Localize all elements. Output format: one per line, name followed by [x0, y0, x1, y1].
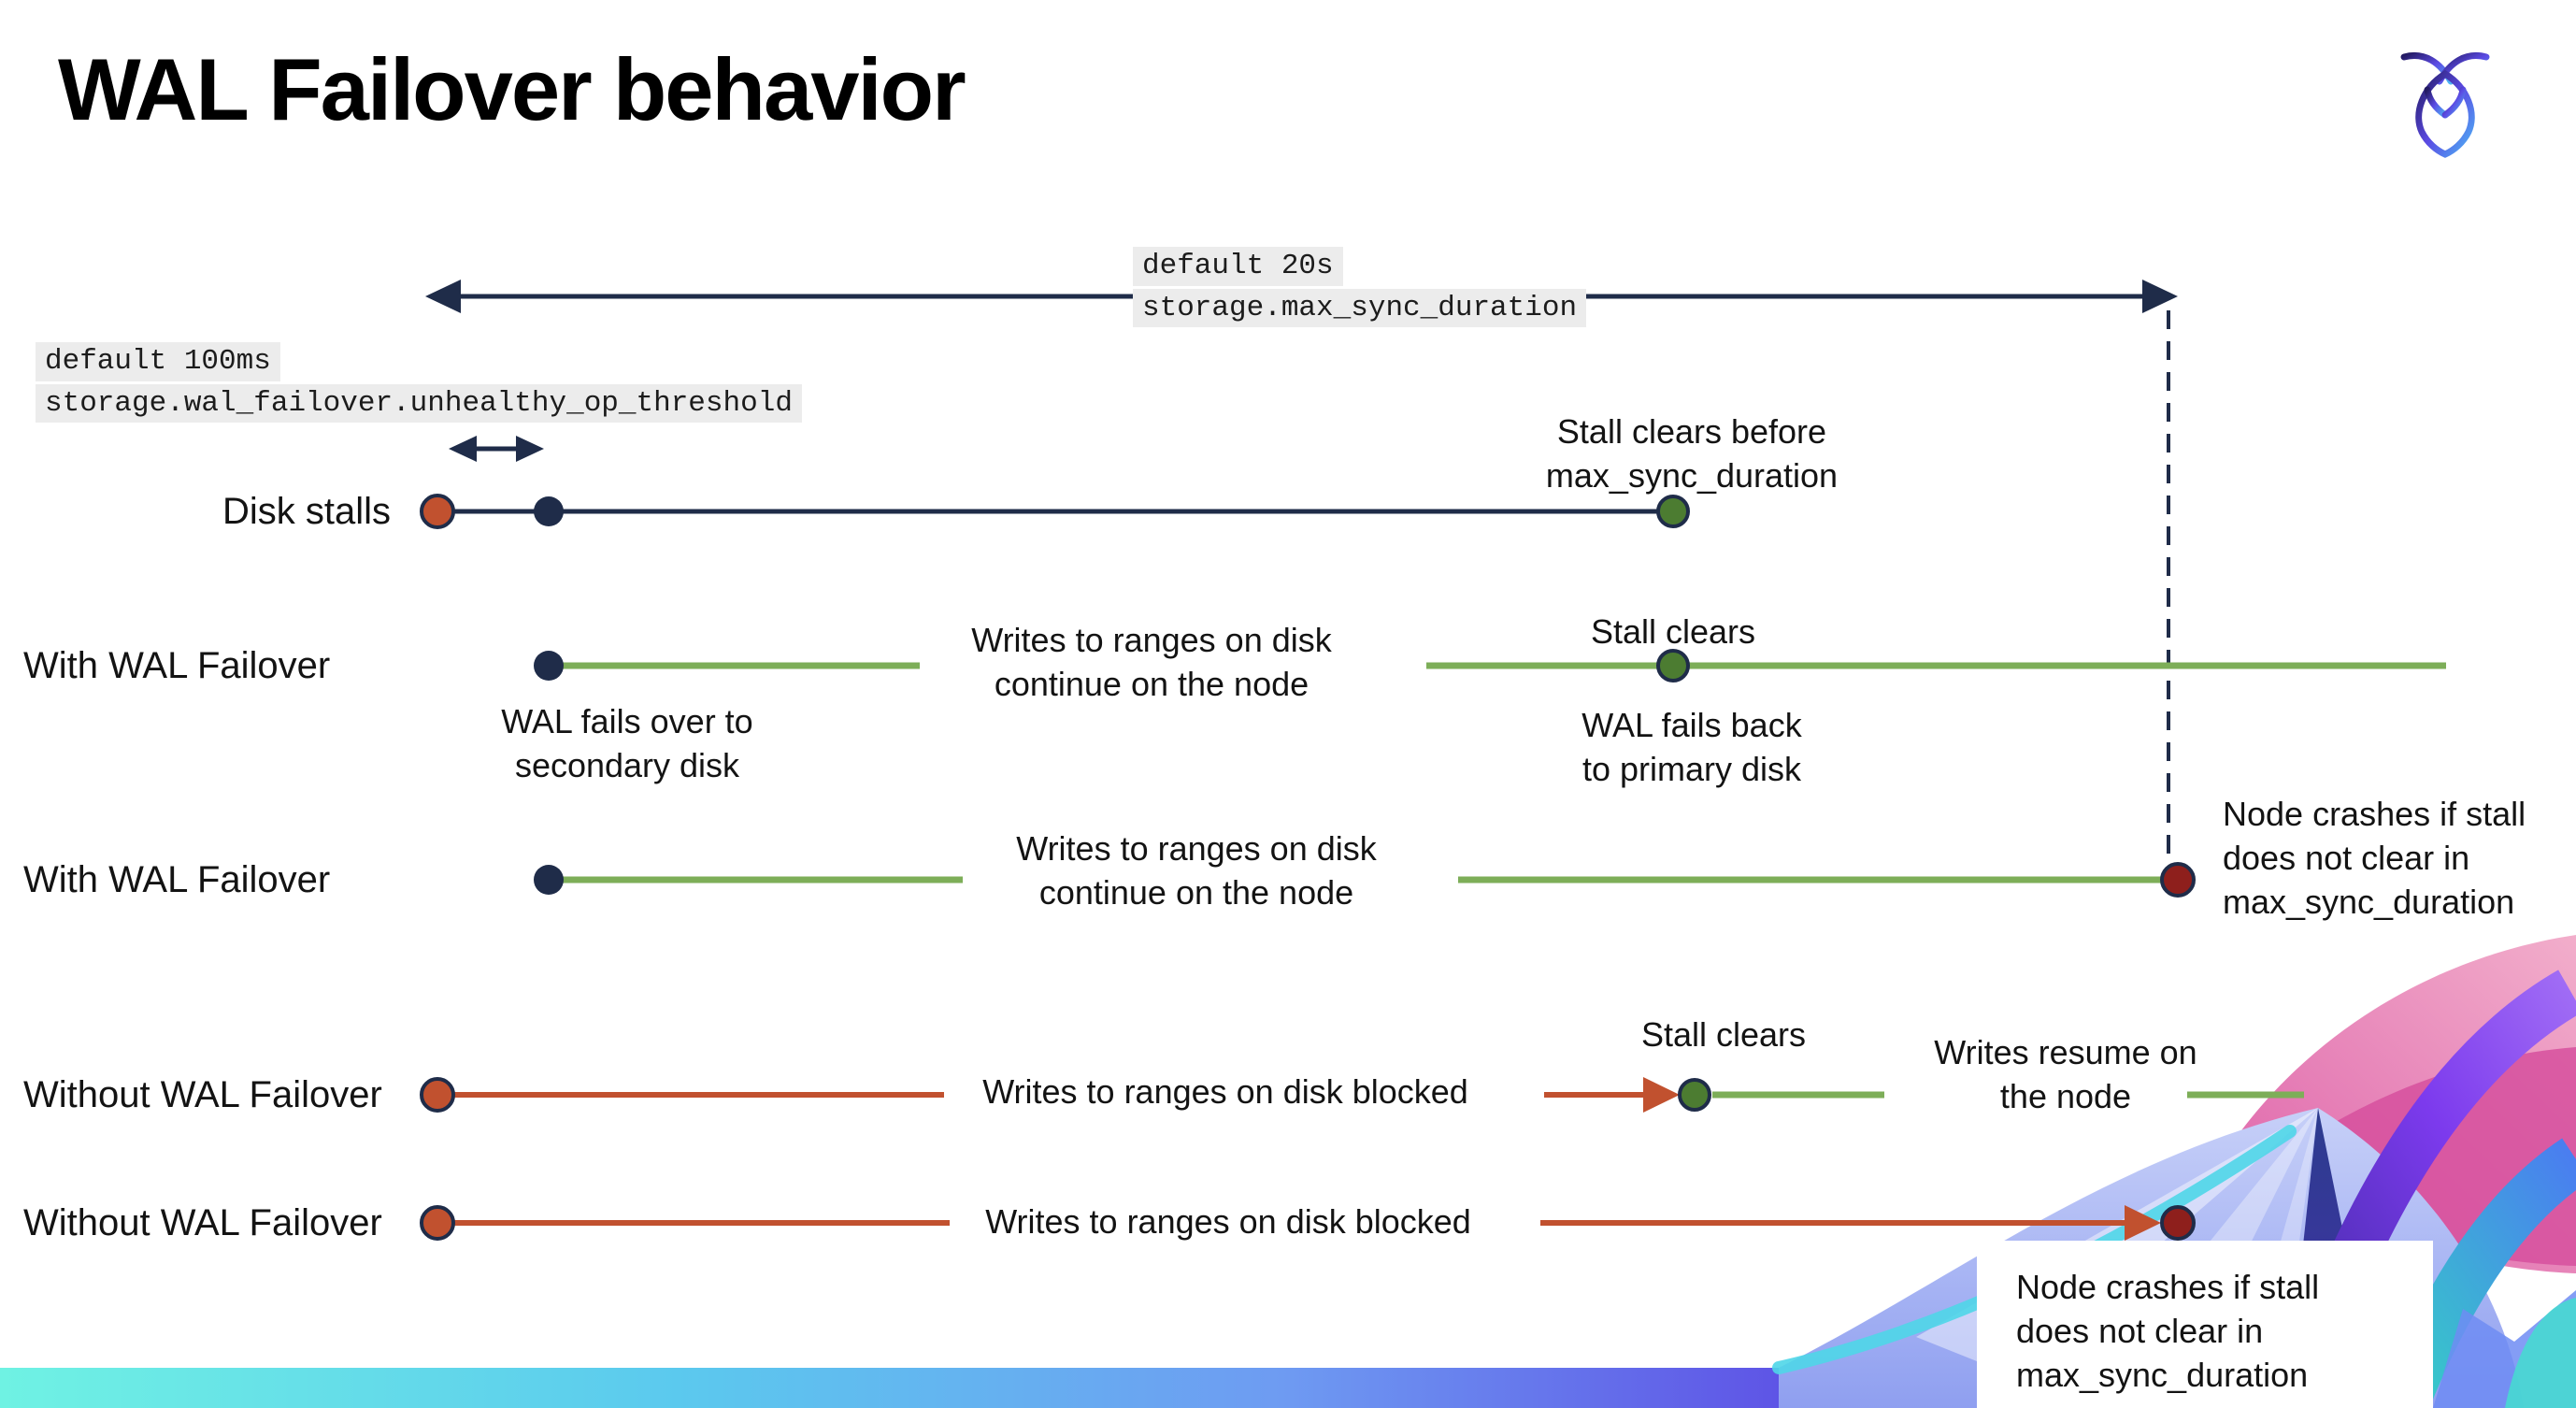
setting-default-value: default 20s [1133, 247, 1343, 286]
bottom-gradient-bar [0, 1368, 1782, 1408]
note-writes-continue-2: Writes to ranges on disk continue on the… [1016, 829, 1377, 912]
note-wal-fails-back: WAL fails back to primary disk [1581, 706, 1802, 788]
row-disk-stalls [420, 494, 1690, 529]
note-node-crashes-1: Node crashes if stall does not clear in … [2223, 795, 2526, 921]
stall-start-dot [420, 1205, 455, 1241]
setting-label-max-sync-duration: default 20s storage.max_sync_duration [1133, 247, 1587, 330]
setting-name: storage.wal_failover.unhealthy_op_thresh… [36, 383, 802, 424]
unhealthy-op-threshold-arrow [449, 436, 544, 462]
note-node-crashes-2: Node crashes if stall does not clear in … [2016, 1268, 2320, 1394]
note-card [1977, 1241, 2433, 1408]
row-label-with-failover-2: With WAL Failover [23, 859, 331, 900]
row-with-failover-1 [534, 649, 2446, 682]
stall-clears-dot [1656, 495, 1690, 528]
failover-dot [534, 651, 564, 681]
cockroachdb-logo-icon [2400, 52, 2490, 158]
note-stall-clears-1: Stall clears [1590, 612, 1756, 651]
note-stall-clears-before: Stall clears before max_sync_duration [1545, 412, 1839, 495]
failover-dot [534, 865, 564, 895]
row-label-disk-stalls: Disk stalls [222, 491, 391, 532]
row-label-with-failover-1: With WAL Failover [23, 645, 331, 686]
stall-start-dot [420, 1077, 455, 1113]
stall-clears-dot [1678, 1078, 1711, 1112]
row-label-without-failover-2: Without WAL Failover [23, 1202, 382, 1243]
note-writes-blocked-2: Writes to ranges on disk blocked [985, 1202, 1471, 1241]
note-writes-resume: Writes resume on the node [1934, 1033, 2197, 1115]
note-wal-fails-over: WAL fails over to secondary disk [501, 702, 753, 784]
note-writes-blocked-1: Writes to ranges on disk blocked [982, 1072, 1468, 1111]
setting-label-unhealthy-op-threshold: default 100ms storage.wal_failover.unhea… [36, 342, 802, 425]
node-crash-dot [2160, 862, 2196, 898]
stall-clears-dot [1656, 649, 1690, 682]
page-title: WAL Failover behavior [58, 40, 966, 138]
row-label-without-failover-1: Without WAL Failover [23, 1074, 382, 1115]
note-stall-clears-2: Stall clears [1640, 1015, 1807, 1054]
setting-default-value: default 100ms [36, 342, 280, 381]
note-writes-continue-1: Writes to ranges on disk continue on the… [971, 621, 1332, 703]
stall-start-dot [420, 494, 455, 529]
setting-name: storage.max_sync_duration [1133, 288, 1587, 328]
threshold-dot [534, 496, 564, 526]
